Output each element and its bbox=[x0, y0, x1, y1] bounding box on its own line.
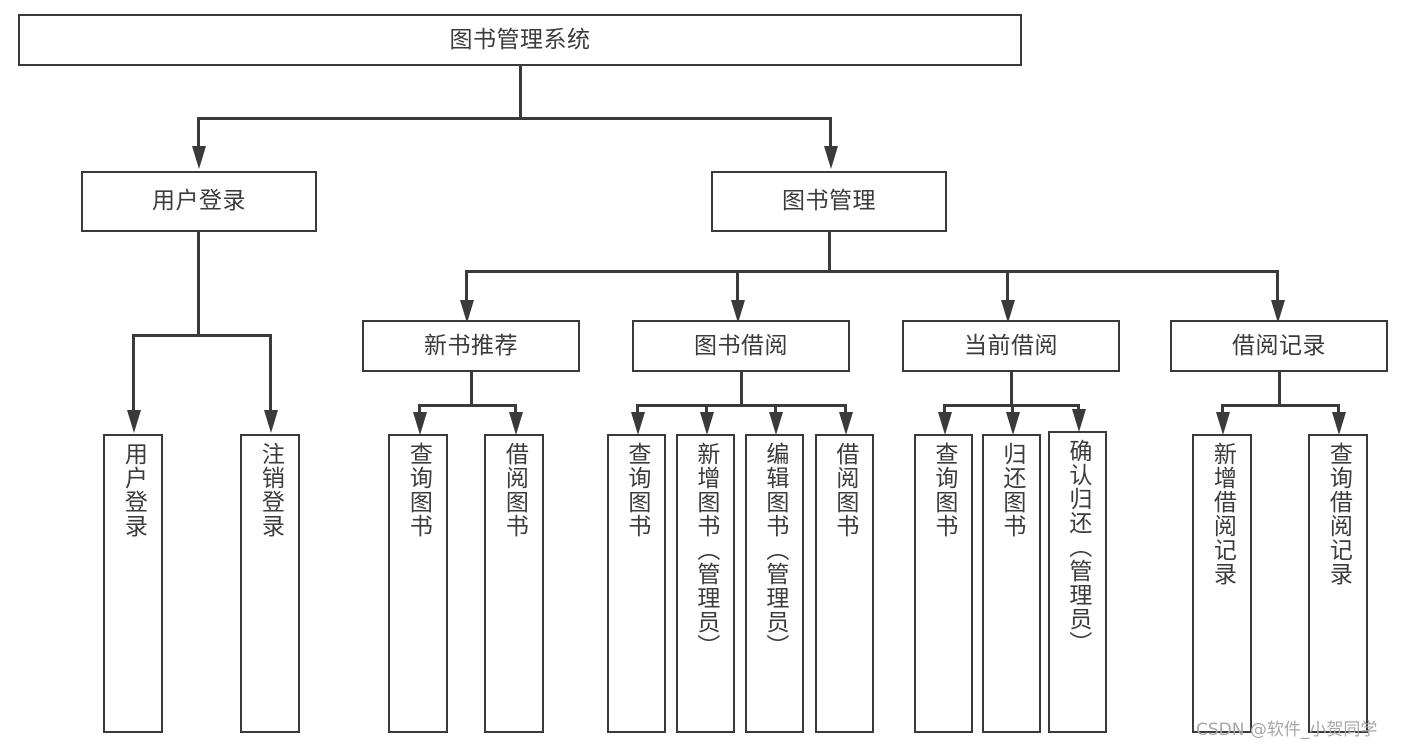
arrow-to-login-leaf-1 bbox=[264, 410, 278, 433]
leaf-label: 新增图书（管理员） bbox=[692, 442, 719, 658]
leaf-current-borrow-1[interactable]: 归还图书 bbox=[982, 434, 1041, 733]
arrow-to-new-book-leaf-0 bbox=[413, 412, 427, 435]
connector-book-borrow-bus bbox=[637, 404, 845, 407]
connector-new-book-drop-0 bbox=[418, 404, 421, 415]
connector-book-manage-drop-3 bbox=[1276, 270, 1279, 303]
arrow-to-new-book-leaf-1 bbox=[509, 412, 523, 435]
node-label: 当前借阅 bbox=[964, 332, 1058, 359]
leaf-label: 查询图书 bbox=[930, 442, 957, 538]
csdn-watermark: CSDN @软件_小贺同学 bbox=[1196, 720, 1378, 740]
leaf-new-book-recommend-1[interactable]: 借阅图书 bbox=[484, 434, 544, 733]
connector-current-borrow-drop-0 bbox=[943, 404, 946, 415]
arrow-to-borrow-record-leaf-1 bbox=[1332, 412, 1346, 435]
connector-current-borrow-drop-2 bbox=[1077, 404, 1080, 412]
node-label: 图书管理系统 bbox=[449, 26, 591, 53]
connector-book-borrow-drop-2 bbox=[774, 404, 777, 415]
leaf-user-login-0[interactable]: 用户登录 bbox=[103, 434, 163, 733]
leaf-new-book-recommend-0[interactable]: 查询图书 bbox=[388, 434, 448, 733]
connector-borrow-record-drop-0 bbox=[1221, 404, 1224, 415]
leaf-label: 查询借阅记录 bbox=[1325, 442, 1352, 586]
arrow-to-book-manage bbox=[824, 146, 838, 169]
node-label: 新书推荐 bbox=[424, 332, 518, 359]
node-current-borrow[interactable]: 当前借阅 bbox=[902, 320, 1120, 372]
leaf-label: 用户登录 bbox=[120, 442, 147, 538]
arrow-to-book-borrow bbox=[731, 300, 745, 323]
connector-borrow-record-drop-1 bbox=[1337, 404, 1340, 415]
node-label: 用户登录 bbox=[152, 188, 246, 215]
connector-new-book-bus bbox=[419, 404, 516, 407]
node-root-library-system[interactable]: 图书管理系统 bbox=[18, 14, 1022, 66]
leaf-label: 借阅图书 bbox=[831, 442, 858, 538]
connector-root-bus bbox=[198, 117, 832, 120]
arrow-to-current-borrow-leaf-1 bbox=[1006, 412, 1020, 435]
leaf-label: 编辑图书（管理员） bbox=[761, 442, 788, 658]
arrow-to-book-borrow-leaf-2 bbox=[769, 412, 783, 435]
leaf-book-borrow-1[interactable]: 新增图书（管理员） bbox=[676, 434, 735, 733]
leaf-current-borrow-0[interactable]: 查询图书 bbox=[914, 434, 973, 733]
connector-book-borrow-stem bbox=[740, 372, 743, 405]
leaf-book-borrow-2[interactable]: 编辑图书（管理员） bbox=[745, 434, 804, 733]
arrow-to-borrow-record-leaf-0 bbox=[1216, 412, 1230, 435]
leaf-label: 归还图书 bbox=[998, 442, 1025, 538]
connector-book-manage-drop-2 bbox=[1006, 270, 1009, 303]
arrow-to-current-borrow-leaf-0 bbox=[938, 412, 952, 435]
node-new-book-recommend[interactable]: 新书推荐 bbox=[362, 320, 580, 372]
arrow-to-book-borrow-leaf-1 bbox=[700, 412, 714, 435]
node-label: 借阅记录 bbox=[1232, 332, 1326, 359]
connector-root-drop-right bbox=[829, 117, 832, 148]
connector-new-book-drop-1 bbox=[514, 404, 517, 415]
arrow-to-borrow-record bbox=[1271, 300, 1285, 323]
leaf-book-borrow-0[interactable]: 查询图书 bbox=[607, 434, 666, 733]
connector-book-manage-bus bbox=[466, 270, 1278, 273]
connector-current-borrow-drop-1 bbox=[1011, 404, 1014, 415]
leaf-current-borrow-2[interactable]: 确认归还（管理员） bbox=[1048, 431, 1107, 733]
arrow-to-user-login bbox=[192, 146, 206, 169]
leaf-label: 新增借阅记录 bbox=[1209, 442, 1236, 586]
connector-user-login-drop-1 bbox=[269, 334, 272, 412]
leaf-borrow-record-0[interactable]: 新增借阅记录 bbox=[1192, 434, 1252, 733]
connector-borrow-record-bus bbox=[1222, 404, 1338, 407]
connector-book-borrow-drop-1 bbox=[705, 404, 708, 415]
connector-book-manage-drop-0 bbox=[465, 270, 468, 303]
leaf-label: 确认归还（管理员） bbox=[1064, 439, 1091, 655]
connector-user-login-bus bbox=[133, 334, 272, 337]
connector-book-manage-drop-1 bbox=[736, 270, 739, 303]
node-label: 图书管理 bbox=[782, 188, 876, 215]
leaf-label: 查询图书 bbox=[405, 442, 432, 538]
arrow-to-new-book-recommend bbox=[460, 300, 474, 323]
leaf-book-borrow-3[interactable]: 借阅图书 bbox=[815, 434, 874, 733]
node-book-borrow[interactable]: 图书借阅 bbox=[632, 320, 850, 372]
connector-book-borrow-drop-3 bbox=[844, 404, 847, 415]
connector-borrow-record-stem bbox=[1278, 372, 1281, 405]
node-borrow-record[interactable]: 借阅记录 bbox=[1170, 320, 1388, 372]
arrow-to-current-borrow-leaf-2 bbox=[1072, 409, 1086, 432]
connector-root-stem bbox=[519, 66, 522, 118]
arrow-to-book-borrow-leaf-3 bbox=[839, 412, 853, 435]
connector-user-login-stem bbox=[197, 232, 200, 335]
connector-new-book-stem bbox=[470, 372, 473, 405]
node-book-manage[interactable]: 图书管理 bbox=[711, 171, 947, 232]
arrow-to-book-borrow-leaf-0 bbox=[631, 412, 645, 435]
leaf-user-login-1[interactable]: 注销登录 bbox=[240, 434, 300, 733]
node-label: 图书借阅 bbox=[694, 332, 788, 359]
connector-current-borrow-stem bbox=[1010, 372, 1013, 405]
leaf-label: 借阅图书 bbox=[501, 442, 528, 538]
connector-root-drop-left bbox=[197, 117, 200, 148]
connector-book-manage-stem bbox=[828, 232, 831, 271]
connector-book-borrow-drop-0 bbox=[636, 404, 639, 415]
leaf-borrow-record-1[interactable]: 查询借阅记录 bbox=[1308, 434, 1368, 733]
leaf-label: 查询图书 bbox=[623, 442, 650, 538]
arrow-to-login-leaf-0 bbox=[127, 410, 141, 433]
node-user-login[interactable]: 用户登录 bbox=[81, 171, 317, 232]
leaf-label: 注销登录 bbox=[257, 442, 284, 538]
connector-user-login-drop-0 bbox=[132, 334, 135, 412]
arrow-to-current-borrow bbox=[1001, 300, 1015, 323]
